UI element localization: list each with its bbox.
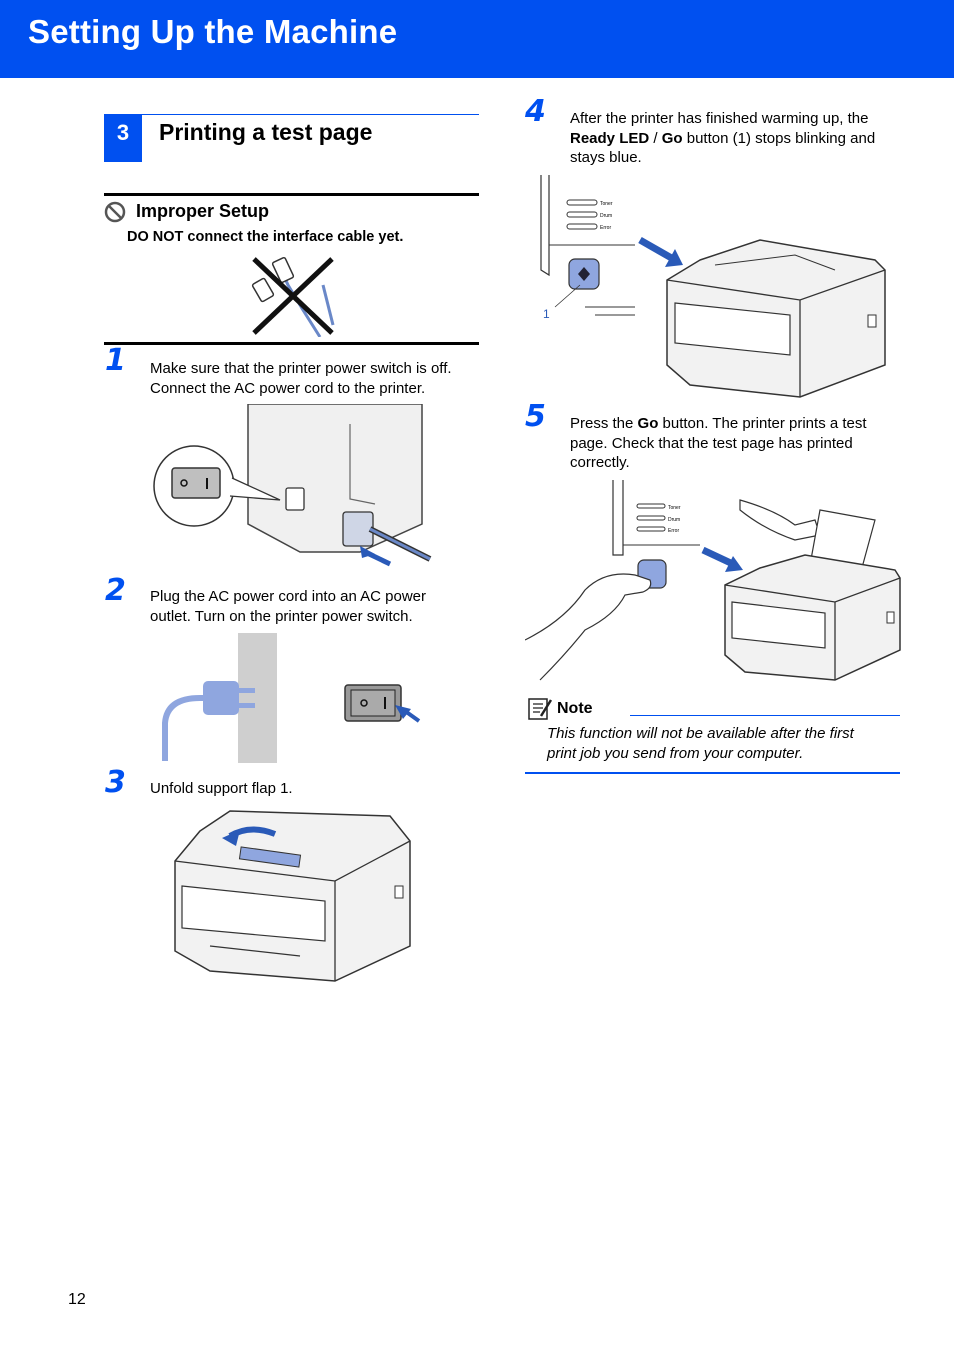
warning-title: Improper Setup	[136, 201, 270, 221]
note-bottom-rule	[525, 772, 900, 774]
step-line-part: button (1) stops blinking and	[682, 129, 876, 147]
section-number: 3	[104, 115, 142, 162]
note-line: This function will not be available afte…	[547, 725, 854, 742]
note-text: This function will not be available afte…	[547, 724, 897, 763]
section-title: Printing a test page	[159, 119, 373, 145]
step-number: 2	[105, 573, 126, 608]
led-label-toner: Toner	[668, 505, 681, 511]
section-rule	[104, 114, 479, 115]
warning-top-rule	[104, 193, 479, 196]
note-line: print job you send from your computer.	[547, 744, 804, 762]
power-cord-connection-image	[153, 404, 432, 567]
step-text: Unfold support flap 1.	[150, 779, 293, 799]
step-number: 4	[525, 94, 546, 129]
note-icon	[528, 698, 553, 720]
step-text: After the printer has finished warming u…	[570, 109, 875, 168]
step-line: outlet. Turn on the printer power switch…	[150, 607, 413, 625]
printer-ready-led-image: Toner Drum Error 1	[540, 175, 886, 398]
step-text: Press the Go button. The printer prints …	[570, 414, 867, 473]
step-line: Make sure that the printer power switch …	[150, 360, 452, 377]
step-line: Connect the AC power cord to the printer…	[150, 379, 426, 397]
led-label-drum: Drum	[600, 213, 612, 219]
step-bold-term: Go	[637, 415, 659, 432]
step-line: Ready LED / Go button (1) stops blinking…	[570, 129, 875, 149]
step-line: page. Check that the test page has print…	[570, 434, 853, 452]
led-label-toner: Toner	[600, 201, 613, 207]
note-rule	[630, 715, 900, 716]
warning-bottom-rule	[104, 342, 479, 345]
step-line: correctly.	[570, 454, 630, 471]
step-line: Plug the AC power cord into an AC power	[150, 588, 426, 605]
step-line: Press the Go button. The printer prints …	[570, 414, 867, 434]
step-bold-term: Ready LED	[570, 129, 650, 147]
header-banner: Setting Up the Machine	[0, 0, 954, 78]
step-line: After the printer has finished warming u…	[570, 110, 869, 127]
page-number: 12	[68, 1291, 86, 1308]
note-title: Note	[557, 700, 593, 717]
step-line-part: Press the	[570, 415, 638, 432]
led-label-drum: Drum	[668, 517, 680, 523]
step-line: stays blue.	[570, 149, 642, 166]
prohibited-icon	[104, 201, 126, 223]
led-label-error: Error	[668, 528, 679, 534]
step-line-part: /	[649, 129, 662, 147]
usb-cable-crossed-image	[251, 256, 335, 337]
step-number: 1	[105, 343, 126, 378]
step-line-part: button. The printer prints a test	[658, 415, 867, 432]
printer-support-flap-image	[174, 810, 411, 982]
wall-outlet-and-switch-image	[162, 633, 421, 763]
step-number: 3	[105, 765, 126, 800]
step-line: Unfold support flap 1.	[150, 780, 293, 797]
page-title: Setting Up the Machine	[28, 13, 398, 50]
callout-number: 1	[543, 307, 550, 321]
printer-test-page-image: Toner Drum Error	[525, 480, 901, 681]
step-text: Make sure that the printer power switch …	[150, 359, 452, 398]
step-text: Plug the AC power cord into an AC power …	[150, 587, 426, 626]
led-label-error: Error	[600, 225, 611, 231]
step-number: 5	[525, 399, 546, 434]
step-bold-term: Go	[661, 129, 683, 147]
warning-text: DO NOT connect the interface cable yet.	[127, 229, 404, 245]
